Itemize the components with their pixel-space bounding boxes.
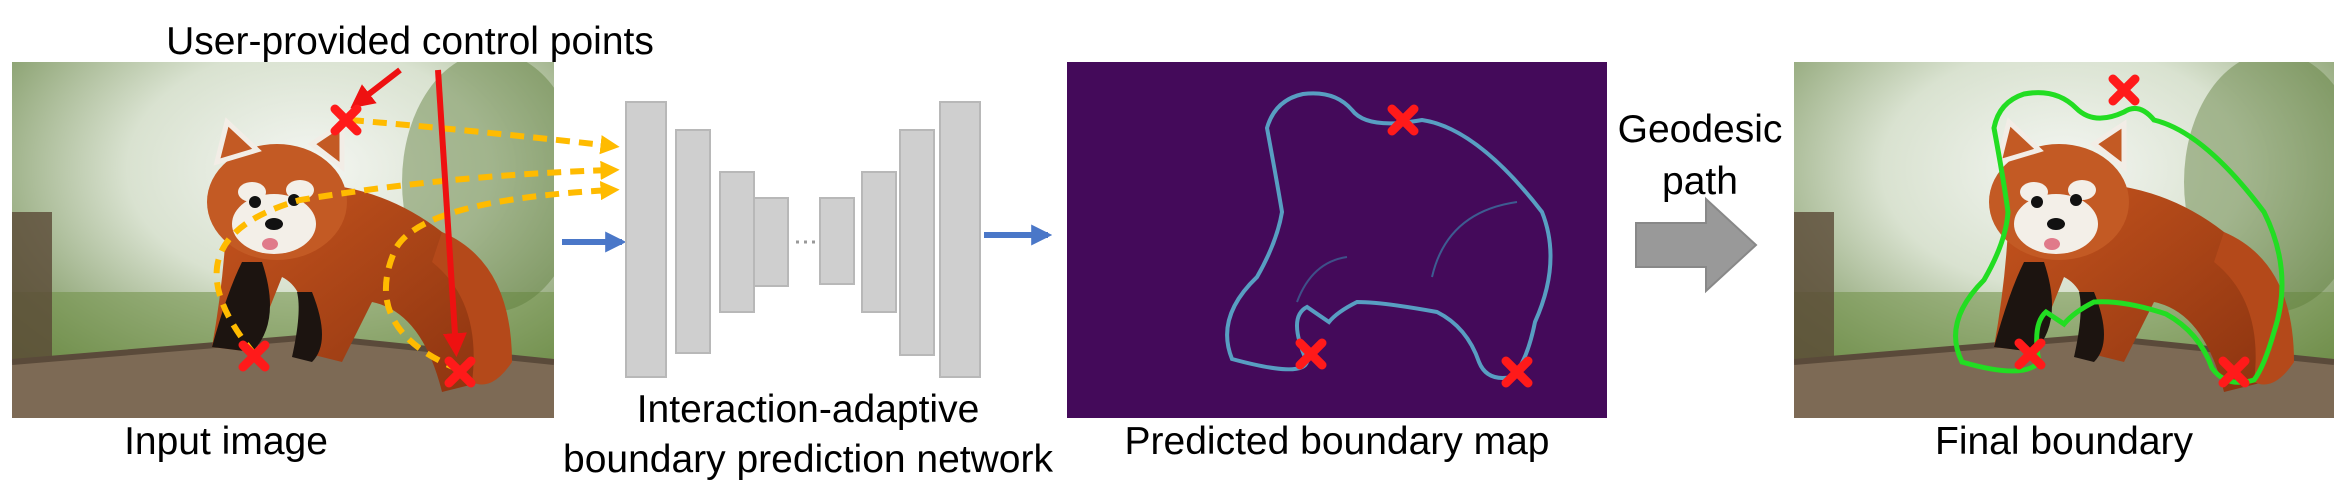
network-label-line2: boundary prediction network bbox=[563, 438, 1053, 481]
encoder-block-4 bbox=[753, 197, 789, 287]
control-point-marker-5 bbox=[1295, 338, 1327, 370]
geodesic-label-line1: Geodesic bbox=[1617, 108, 1783, 151]
encoder-block-1 bbox=[625, 101, 667, 378]
decoder-block-4 bbox=[939, 101, 981, 378]
control-points-label: User-provided control points bbox=[166, 20, 654, 63]
final-boundary-image bbox=[1794, 62, 2334, 418]
control-point-marker-8 bbox=[2014, 338, 2046, 370]
input-image-label: Input image bbox=[124, 420, 328, 463]
boundary-map-label: Predicted boundary map bbox=[1124, 420, 1550, 463]
boundary-map bbox=[1067, 62, 1607, 418]
right-arrow-icon bbox=[1635, 196, 1758, 294]
red-arrow-2 bbox=[435, 69, 467, 358]
red-arrow-1 bbox=[350, 67, 402, 109]
decoder-block-1 bbox=[819, 197, 855, 285]
yellow-arrow-3 bbox=[383, 181, 620, 373]
final-boundary-label: Final boundary bbox=[1935, 420, 2193, 463]
control-point-marker-9 bbox=[2218, 356, 2250, 388]
control-point-marker-2 bbox=[238, 340, 270, 372]
network-label-line1: Interaction-adaptive bbox=[636, 388, 980, 431]
encoder-block-3 bbox=[719, 171, 755, 313]
decoder-block-3 bbox=[899, 129, 935, 356]
decoder-block-2 bbox=[861, 171, 897, 313]
final-contour bbox=[1953, 90, 2285, 385]
control-point-marker-4 bbox=[1387, 104, 1419, 136]
yellow-arrow-1 bbox=[349, 117, 620, 155]
control-point-marker-3 bbox=[444, 356, 476, 388]
control-point-marker-1 bbox=[330, 104, 362, 136]
network-diagram bbox=[562, 101, 1053, 378]
control-point-marker-7 bbox=[2108, 74, 2140, 106]
yellow-arrow-2 bbox=[213, 160, 620, 357]
encoder-block-2 bbox=[675, 129, 711, 354]
control-points-overlay bbox=[213, 67, 620, 388]
control-point-marker-6 bbox=[1501, 356, 1533, 388]
geodesic-label-line2: path bbox=[1662, 160, 1738, 203]
